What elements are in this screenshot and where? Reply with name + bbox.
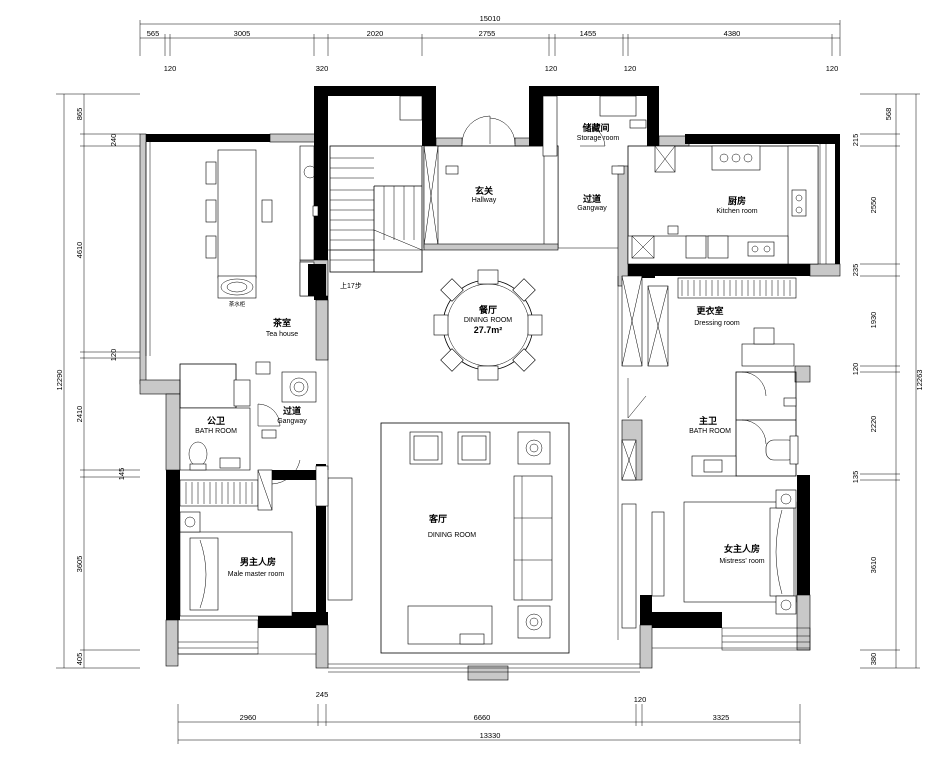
mistress-furniture (683, 489, 797, 615)
dim-right-4: 235 (851, 264, 860, 277)
storage-en: Storage room (577, 135, 620, 142)
bottom-dimension-line: 245 120 2960 6660 3325 13330 (177, 690, 801, 744)
hallway-cn: 玄关 (475, 185, 493, 196)
male-master-cn: 男主人房 (240, 556, 276, 567)
dim-top-1: 565 (147, 29, 160, 38)
outer-frame (327, 247, 619, 640)
male-master-furniture (179, 459, 329, 617)
dim-right-9: 3610 (869, 557, 878, 574)
public-bath-en: BATH ROOM (195, 428, 237, 435)
dim-left-total: 12290 (55, 370, 64, 391)
stairs-label: 上17步 (340, 281, 362, 290)
storage-fixtures (399, 95, 647, 157)
storage-cn: 储藏间 (582, 122, 609, 133)
dim-bottom-small-2: 120 (634, 695, 647, 704)
dim-right-2: 215 (851, 134, 860, 147)
master-bath-en: BATH ROOM (689, 428, 731, 435)
gangway-mid-cn: 过道 (283, 405, 301, 416)
living-room-furniture (327, 422, 665, 654)
dim-right-total: 12263 (915, 370, 924, 391)
dim-right-10: 380 (869, 653, 878, 666)
dim-left-2: 240 (109, 134, 118, 147)
dim-left-3: 4610 (75, 242, 84, 259)
mistress-cn: 女主人房 (724, 543, 760, 554)
dim-top-small-1: 120 (164, 64, 177, 73)
master-bath-fixtures (627, 371, 799, 477)
dim-top-5: 1455 (580, 29, 597, 38)
male-master-en: Male master room (228, 571, 285, 578)
dressing-cn: 更衣室 (696, 305, 723, 316)
dim-left-8: 405 (75, 653, 84, 666)
window-lines (145, 142, 827, 673)
dim-bottom-2: 6660 (474, 713, 491, 722)
dim-bottom-total: 13330 (480, 731, 501, 740)
left-dimension-line: 12290 865 240 4610 120 2410 145 3605 405 (55, 93, 140, 669)
kitchen-en: Kitchen room (716, 208, 757, 215)
dim-top-3: 2020 (367, 29, 384, 38)
kitchen-fixtures (611, 145, 819, 265)
gangway-mid-en: Gangway (277, 418, 307, 425)
tea-house-furniture (205, 145, 326, 299)
walls (139, 86, 841, 681)
master-bath-cn: 主卫 (699, 415, 717, 426)
dim-top-total: 15010 (480, 14, 501, 23)
dim-left-6: 145 (117, 468, 126, 481)
dim-top-4: 2755 (479, 29, 496, 38)
dim-top-small-3: 120 (545, 64, 558, 73)
tea-house-cn: 茶室 (272, 317, 291, 328)
dim-top-small-2: 320 (316, 64, 329, 73)
public-bath-cn: 公卫 (207, 416, 225, 426)
dim-top-small-5: 120 (826, 64, 839, 73)
dim-top-small-4: 120 (624, 64, 637, 73)
dim-right-3: 2550 (869, 197, 878, 214)
dining-en: DINING ROOM (464, 317, 512, 324)
hallway-fixtures (423, 115, 559, 251)
dim-bottom-3: 3325 (713, 713, 730, 722)
dining-table (433, 269, 543, 381)
dim-left-7: 3605 (75, 556, 84, 573)
dim-right-7: 2220 (869, 416, 878, 433)
hallway-en: Hallway (472, 197, 497, 204)
right-dimension-line: 12263 568 215 2550 235 1930 120 2220 135… (851, 93, 924, 669)
dining-area: 27.7m² (474, 325, 503, 335)
dim-top-2: 3005 (234, 29, 251, 38)
dim-left-5: 2410 (75, 406, 84, 423)
dressing-fixtures (621, 275, 797, 367)
staircase (329, 145, 423, 273)
dim-top-6: 4380 (724, 29, 741, 38)
dressing-en: Dressing room (694, 320, 740, 327)
living-cn: 客厅 (428, 513, 447, 524)
dim-right-5: 1930 (869, 312, 878, 329)
tea-pot-label: 茶水柜 (229, 300, 246, 308)
dim-left-1: 865 (75, 108, 84, 121)
tea-house-en: Tea house (266, 331, 298, 338)
public-bath-fixtures (179, 361, 317, 471)
top-dimension-line: 15010 565 3005 2020 2755 1455 4380 120 3… (139, 14, 841, 73)
dim-right-6: 120 (851, 363, 860, 376)
mistress-en: Mistress' room (719, 558, 764, 565)
dim-bottom-small-1: 245 (316, 690, 329, 699)
dim-bottom-1: 2960 (240, 713, 257, 722)
kitchen-cn: 厨房 (728, 195, 746, 206)
dim-right-8: 135 (851, 471, 860, 484)
dim-left-4: 120 (109, 349, 118, 362)
gangway-top-en: Gangway (577, 205, 607, 212)
dining-cn: 餐厅 (478, 304, 497, 315)
gangway-top-cn: 过道 (583, 193, 601, 204)
dim-right-1: 568 (884, 108, 893, 121)
living-en: DINING ROOM (428, 532, 476, 539)
